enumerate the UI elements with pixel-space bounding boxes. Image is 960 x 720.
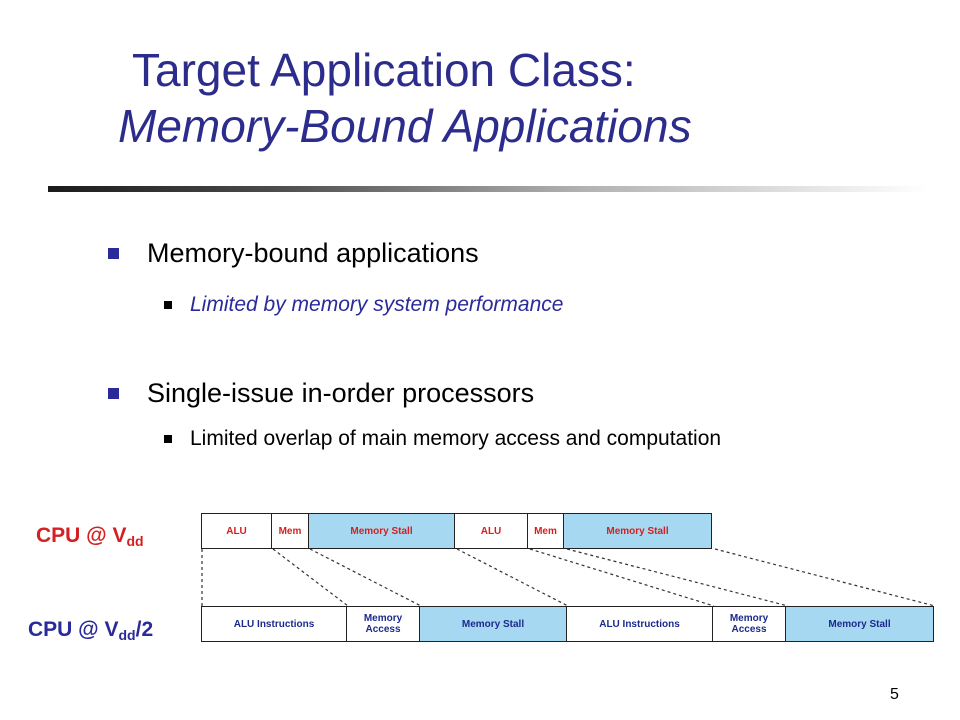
cpu-vdd-half-label-suffix: /2 [135, 618, 154, 641]
segment-alu: ALU [200, 513, 273, 549]
segment-memory-stall: Memory Stall [307, 513, 456, 549]
sub-bullet-square-icon [164, 435, 172, 443]
sub-bullet-square-icon [164, 301, 172, 309]
bullet-1-text: Memory-bound applications [147, 238, 479, 268]
sub-bullet-2-1: Limited overlap of main memory access an… [164, 424, 824, 453]
cpu-vdd-label-sub: dd [126, 533, 144, 549]
segment-alu: ALU [454, 513, 528, 549]
page-number: 5 [890, 686, 899, 703]
bullet-square-icon [108, 388, 119, 399]
segment-memory-stall: Memory Stall [785, 606, 934, 642]
segment-memory-stall: Memory Stall [563, 513, 712, 549]
cpu-vdd-label: CPU @ Vdd [36, 524, 144, 549]
timeline-full-voltage: ALU Mem Memory Stall ALU Mem Memory Stal… [200, 513, 712, 549]
slide-title: Target Application Class: Memory-Bound A… [118, 42, 692, 154]
segment-alu-instructions: ALU Instructions [200, 606, 348, 642]
segment-memory-stall: Memory Stall [418, 606, 568, 642]
sub-bullet-2-1-text: Limited overlap of main memory access an… [190, 427, 722, 450]
segment-memory-access: Memory Access [711, 606, 787, 642]
segment-mem: Mem [526, 513, 565, 549]
bullet-square-icon [108, 248, 119, 259]
title-divider [48, 186, 928, 192]
segment-memory-access: Memory Access [346, 606, 420, 642]
cpu-vdd-half-label-prefix: CPU @ V [28, 618, 119, 641]
segment-alu-instructions: ALU Instructions [566, 606, 713, 642]
bullet-2-text: Single-issue in-order processors [147, 378, 535, 408]
segment-mem: Mem [271, 513, 309, 549]
title-line-1: Target Application Class: [132, 44, 636, 96]
bullet-2: Single-issue in-order processors [108, 378, 534, 409]
cpu-vdd-half-label-sub: dd [118, 627, 136, 643]
cpu-vdd-label-prefix: CPU @ V [36, 524, 127, 547]
sub-bullet-1-1-text: Limited by memory system performance [190, 293, 564, 316]
title-line-2: Memory-Bound Applications [118, 100, 692, 152]
timeline-half-voltage: ALU Instructions Memory Access Memory St… [200, 606, 934, 642]
bullet-1: Memory-bound applications [108, 238, 479, 269]
cpu-vdd-half-label: CPU @ Vdd/2 [28, 618, 153, 643]
sub-bullet-1-1: Limited by memory system performance [164, 290, 563, 319]
